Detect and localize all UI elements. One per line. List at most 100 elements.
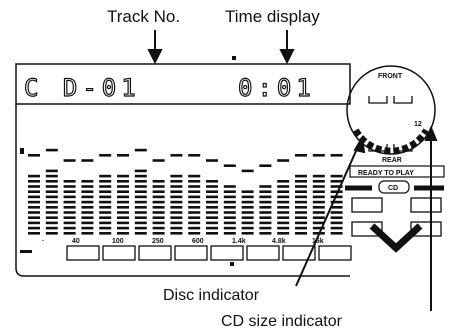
spectrum-segment — [259, 195, 272, 199]
spectrum-segment — [152, 221, 165, 225]
band-label-dot: · — [42, 238, 44, 245]
spectrum-segment — [188, 180, 201, 183]
spectrum-segment — [170, 216, 183, 219]
spectrum-segment — [45, 185, 58, 188]
disc-outer-ring — [346, 65, 436, 155]
bottom-segment-box — [174, 245, 208, 261]
spectrum-column — [241, 169, 254, 235]
spectrum-segment — [312, 226, 325, 230]
spectrum-segment — [223, 221, 236, 225]
spectrum-segment — [206, 221, 218, 225]
spectrum-segment — [223, 195, 236, 199]
changer-box-lower-right — [410, 221, 442, 237]
spectrum-segment — [152, 200, 165, 204]
spectrum-segment — [28, 221, 40, 225]
spectrum-segment — [99, 216, 112, 219]
spectrum-segment — [81, 226, 94, 230]
spectrum-segment — [277, 190, 290, 193]
changer-box-upper-right — [410, 197, 442, 213]
spectrum-segment — [45, 226, 58, 230]
spectrum-segment — [312, 211, 325, 214]
spectrum-segment — [188, 216, 201, 219]
spectrum-segment — [99, 221, 112, 225]
spectrum-segment — [63, 180, 76, 183]
spectrum-segment — [330, 211, 343, 214]
spectrum-segment — [312, 190, 325, 193]
spectrum-segment — [241, 232, 254, 235]
spectrum-peak-marker — [206, 159, 218, 162]
spectrum-segment — [152, 190, 165, 193]
spectrum-peak-marker — [259, 164, 272, 167]
spectrum-segment — [81, 211, 94, 214]
spectrum-segment — [134, 174, 147, 178]
spectrum-segment — [28, 200, 40, 204]
spectrum-segment — [312, 221, 325, 225]
spectrum-segment — [206, 195, 218, 199]
spectrum-segment — [45, 174, 58, 178]
cd-label: CD — [388, 185, 398, 192]
spectrum-segment — [259, 226, 272, 230]
spectrum-segment — [28, 206, 40, 209]
spectrum-peak-marker — [295, 154, 307, 157]
band-label: 100 — [112, 238, 124, 245]
spectrum-segment — [241, 200, 254, 204]
spectrum-column — [259, 164, 272, 235]
spectrum-peak-marker — [152, 159, 165, 162]
spectrum-segment — [117, 180, 129, 183]
spectrum-segment — [206, 216, 218, 219]
spectrum-segment — [63, 206, 76, 209]
display-body-frame — [15, 104, 350, 277]
spectrum-segment — [134, 206, 147, 209]
bottom-left-mark — [20, 250, 32, 253]
spectrum-segment — [117, 206, 129, 209]
spectrum-segment — [28, 185, 40, 188]
bottom-segment-box — [210, 245, 244, 261]
spectrum-segment — [81, 216, 94, 219]
spectrum-column — [45, 148, 58, 235]
spectrum-segment — [81, 200, 94, 204]
bottom-segment-box — [246, 245, 280, 261]
spectrum-segment — [330, 200, 343, 204]
spectrum-peak-marker — [241, 169, 254, 173]
spectrum-segment — [206, 190, 218, 193]
spectrum-segment — [206, 206, 218, 209]
spectrum-segment — [241, 221, 254, 225]
spectrum-segment — [188, 190, 201, 193]
spectrum-segment — [295, 216, 307, 219]
spectrum-segment — [117, 216, 129, 219]
spectrum-peak-marker — [81, 159, 94, 162]
spectrum-segment — [45, 200, 58, 204]
spectrum-segment — [330, 190, 343, 193]
spectrum-segment — [99, 200, 112, 204]
top-dot — [232, 56, 236, 60]
spectrum-peak-marker — [312, 154, 325, 157]
spectrum-segment — [277, 232, 290, 235]
rear-right-speaker-icon — [393, 144, 413, 152]
spectrum-segment — [81, 180, 94, 183]
spectrum-segment — [277, 200, 290, 204]
spectrum-column — [206, 159, 218, 235]
spectrum-segment — [277, 206, 290, 209]
spectrum-segment — [223, 200, 236, 204]
spectrum-segment — [99, 226, 112, 230]
spectrum-column — [295, 154, 307, 235]
spectrum-segment — [152, 216, 165, 219]
spectrum-segment — [81, 195, 94, 199]
time-readout: 0:01 — [238, 74, 316, 102]
spectrum-segment — [312, 206, 325, 209]
spectrum-segment — [277, 221, 290, 225]
spectrum-segment — [206, 185, 218, 188]
time-arrow-head — [279, 49, 295, 65]
spectrum-segment — [330, 180, 343, 183]
spectrum-segment — [277, 195, 290, 199]
spectrum-segment — [28, 180, 40, 183]
spectrum-segment — [117, 200, 129, 204]
spectrum-segment — [312, 174, 325, 178]
spectrum-segment — [259, 221, 272, 225]
spectrum-segment — [330, 226, 343, 230]
spectrum-segment — [99, 195, 112, 199]
spectrum-segment — [117, 232, 129, 235]
spectrum-segment — [170, 190, 183, 193]
spectrum-segment — [45, 169, 58, 173]
bottom-dot — [230, 262, 234, 266]
